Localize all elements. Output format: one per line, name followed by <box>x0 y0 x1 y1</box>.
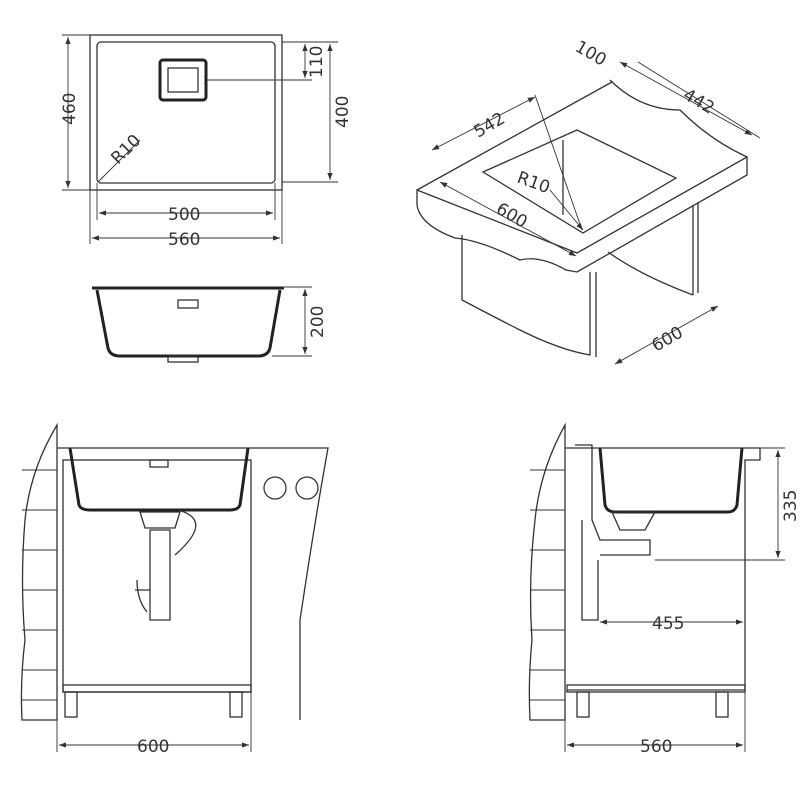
dim-455: 455 <box>652 614 684 634</box>
dim-r10-iso: R10 <box>514 168 552 198</box>
dim-335: 335 <box>781 490 800 522</box>
dim-500: 500 <box>168 205 200 225</box>
isometric-view: 100 442 542 600 R10 600 <box>416 37 761 365</box>
dim-442: 442 <box>680 85 718 119</box>
dim-100: 100 <box>572 37 610 71</box>
side-view: 335 455 560 <box>528 422 800 757</box>
dim-560: 560 <box>168 230 200 250</box>
dim-560-side: 560 <box>640 737 672 757</box>
section-view: 200 <box>92 286 328 363</box>
dim-460: 460 <box>60 93 80 125</box>
dim-200: 200 <box>308 306 328 338</box>
front-view: 600 <box>20 422 329 757</box>
top-view: 460 400 110 500 560 R10 <box>60 34 353 250</box>
dim-400: 400 <box>333 96 353 128</box>
dim-r10-top: R10 <box>107 131 145 169</box>
dim-600-cabinet: 600 <box>649 323 687 357</box>
dim-110: 110 <box>307 46 327 78</box>
dim-600-front: 600 <box>137 737 169 757</box>
